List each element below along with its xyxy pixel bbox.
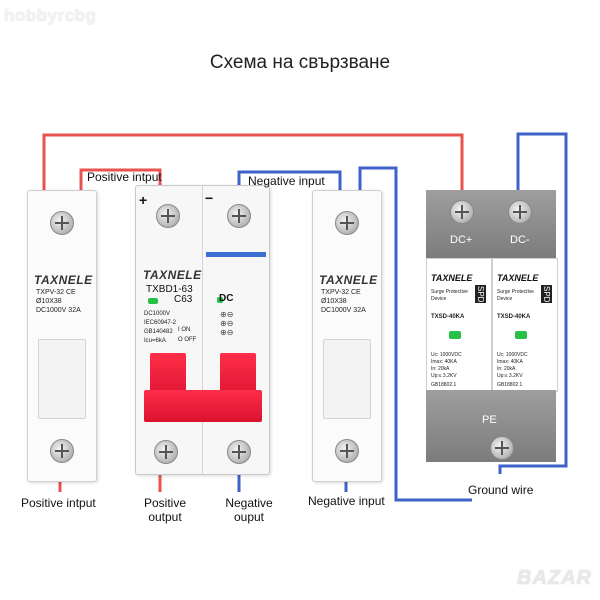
breaker-blue-strip (206, 252, 266, 257)
spd-spec-4: Up:≤ 3.2KV (497, 373, 523, 379)
spd-spec-4: Up:≤ 3.2KV (431, 373, 457, 379)
breaker-spec-3: GB140482 (144, 329, 173, 335)
breaker-off-label: O OFF (178, 337, 197, 343)
screw-icon (227, 440, 251, 464)
label-negative-input-top: Negative input (248, 174, 325, 188)
watermark-text: hobbyrcbg (4, 6, 97, 25)
spd-dc-minus: DC- (510, 234, 530, 246)
fuse-brand: TAXNELE (34, 273, 93, 287)
screw-icon (50, 211, 74, 235)
fuse-window[interactable] (323, 339, 371, 419)
fuse-size: Ø10X38 (321, 298, 347, 305)
status-window-icon (515, 331, 527, 339)
fuse-rating: DC1000V 32A (321, 307, 366, 314)
breaker-handle-bar[interactable] (144, 390, 262, 422)
screw-icon (335, 211, 359, 235)
spd-standard: GB18802.1 (431, 382, 457, 388)
spd-top-block: DC+ DC- (426, 190, 556, 258)
spd-module-left: TAXNELE SPD Surge Protective Device TXSD… (426, 258, 492, 392)
label-positive-output: Positive output (143, 496, 187, 524)
label-negative-output: Negative ouput (225, 496, 273, 524)
indicator-light-icon (217, 297, 223, 303)
breaker-curve: C63 (174, 294, 193, 305)
spd-brand: TAXNELE (431, 273, 473, 283)
breaker-spec-1: DC1000V (144, 311, 171, 317)
fuse-size: Ø10X38 (36, 298, 62, 305)
spd-desc: Surge Protective Device (431, 289, 468, 302)
spd-spec-2: Imax: 40KA (431, 359, 457, 365)
breaker-model: TXBD1-63 (146, 284, 193, 295)
screw-icon (508, 200, 532, 224)
negative-wire-top (237, 170, 342, 192)
spd-brand: TAXNELE (497, 273, 539, 283)
negative-wire-spd (358, 166, 472, 502)
breaker-spec-2: IEC60947-2 (144, 320, 177, 326)
spd-spec-1: Uc: 1000VDC (431, 352, 462, 358)
spd-desc: Surge Protective Device (497, 289, 534, 302)
breaker-brand: TAXNELE (143, 268, 202, 282)
site-logo: BAZAR (517, 567, 592, 589)
screw-icon (154, 440, 178, 464)
surge-protective-device: DC+ DC- TAXNELE SPD Surge Protective Dev… (426, 190, 558, 480)
spd-model: TXSD-40KA (431, 314, 465, 320)
breaker-minus-sign: − (205, 190, 214, 206)
spd-spec-2: Imax: 40KA (497, 359, 523, 365)
breaker-on-label: I ON (178, 327, 191, 333)
breaker-plus-sign: + (139, 192, 148, 208)
screw-icon (50, 439, 74, 463)
page-title: Схема на свързване (209, 52, 391, 73)
spd-spec-3: In: 20kA (431, 366, 450, 372)
spd-pe-label: PE (482, 414, 497, 426)
breaker-type: DC (219, 293, 234, 304)
screw-icon (490, 436, 514, 460)
positive-wire-top-loop (42, 133, 464, 192)
spd-spec-3: In: 20kA (497, 366, 516, 372)
label-positive-input-bottom: Positive intput (21, 496, 96, 510)
spd-dc-plus: DC+ (450, 234, 473, 246)
label-negative-input-bottom: Negative input (308, 494, 385, 508)
spd-spec-1: Uc: 1000VDC (497, 352, 528, 358)
fuse-model: TXPV-32 CE (36, 289, 76, 296)
status-window-icon (449, 331, 461, 339)
circuit-breaker: + − TAXNELE TXBD1-63 C63 DC DC1000V IEC6… (135, 185, 270, 475)
spd-bottom-block: PE (426, 390, 556, 462)
spd-model: TXSD-40KA (497, 314, 531, 320)
spd-tag: SPD (475, 285, 486, 304)
screw-icon (450, 200, 474, 224)
negative-wire-top-right (498, 132, 568, 474)
label-positive-input-top: Positive intput (87, 170, 162, 184)
fuse-model: TXPV-32 CE (321, 289, 361, 296)
fuse-window[interactable] (38, 339, 86, 419)
screw-icon (227, 204, 251, 228)
fuse-brand: TAXNELE (319, 273, 378, 287)
fuse-holder-left: TAXNELE TXPV-32 CE Ø10X38 DC1000V 32A (27, 190, 97, 482)
screw-icon (156, 204, 180, 228)
fuse-rating: DC1000V 32A (36, 307, 81, 314)
spd-module-right: TAXNELE SPD Surge Protective Device TXSD… (492, 258, 558, 392)
spd-tag: SPD (541, 285, 552, 304)
pole-divider (202, 186, 203, 474)
polarity-symbols: ⊕⊖⊕⊖⊕⊖ (220, 310, 234, 337)
breaker-spec-4: Icu=6kA (144, 338, 166, 344)
positive-wire-fuse-to-breaker (79, 168, 162, 192)
spd-standard: GB18802.1 (497, 382, 523, 388)
label-ground-wire: Ground wire (468, 483, 534, 497)
indicator-light-icon (148, 298, 158, 304)
screw-icon (335, 439, 359, 463)
fuse-holder-right: TAXNELE TXPV-32 CE Ø10X38 DC1000V 32A (312, 190, 382, 482)
